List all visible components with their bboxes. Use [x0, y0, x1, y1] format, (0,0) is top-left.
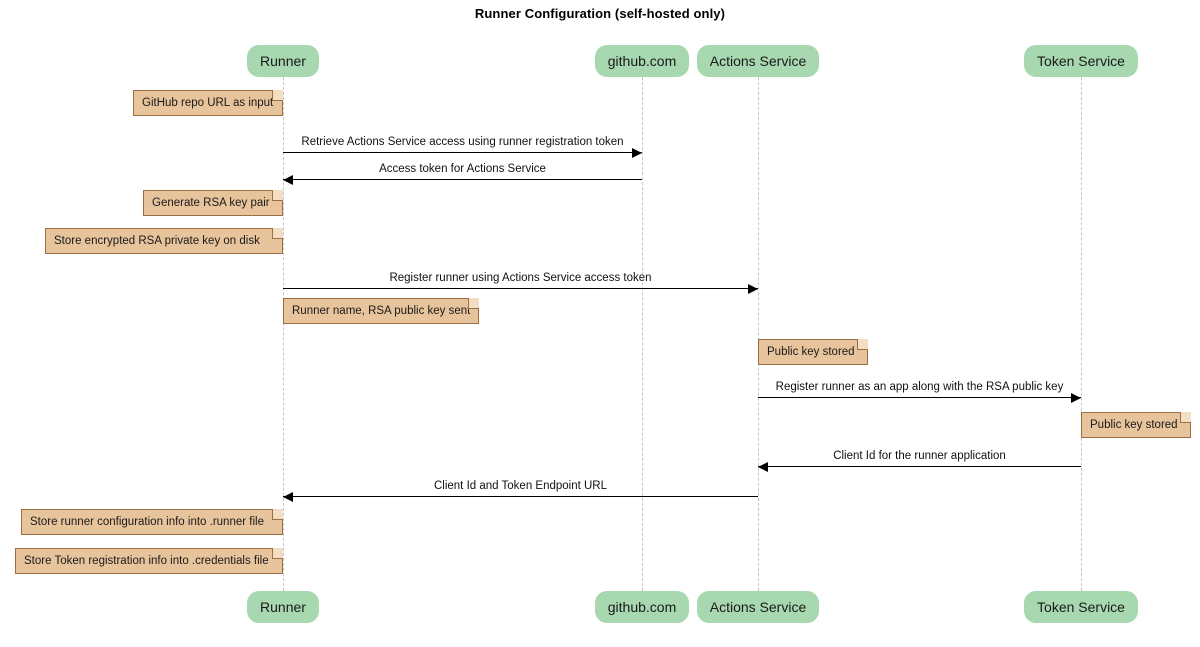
note: GitHub repo URL as input — [133, 90, 283, 116]
message-label: Client Id and Token Endpoint URL — [433, 480, 608, 492]
note-fold-icon — [272, 548, 283, 559]
message-label: Register runner using Actions Service ac… — [389, 272, 652, 284]
message-line — [283, 179, 642, 180]
note-fold-icon — [272, 228, 283, 239]
note-label: Store runner configuration info into .ru… — [30, 516, 264, 528]
message-line — [283, 152, 642, 153]
arrowhead-right-icon — [1071, 393, 1081, 403]
arrowhead-right-icon — [748, 284, 758, 294]
note: Store runner configuration info into .ru… — [21, 509, 283, 535]
note-label: Public key stored — [767, 346, 855, 358]
participant-label: Actions Service — [709, 599, 807, 615]
participant-label: Token Service — [1037, 599, 1125, 615]
arrowhead-left-icon — [283, 492, 293, 502]
note: Public key stored — [1081, 412, 1191, 438]
note-label: Store encrypted RSA private key on disk — [54, 235, 260, 247]
participant-header-actions[interactable]: Actions Service — [696, 45, 820, 77]
note-fold-icon — [468, 298, 479, 309]
note-label: Store Token registration info into .cred… — [24, 555, 269, 567]
participant-footer-token[interactable]: Token Service — [1024, 591, 1138, 623]
participant-footer-runner[interactable]: Runner — [247, 591, 319, 623]
lifeline-runner — [283, 77, 284, 591]
note: Public key stored — [758, 339, 868, 365]
note-label: Runner name, RSA public key sent — [292, 305, 471, 317]
note-fold-icon — [272, 190, 283, 201]
message-line — [283, 288, 758, 289]
note-fold-icon — [272, 509, 283, 520]
message-line — [758, 466, 1081, 467]
participant-header-runner[interactable]: Runner — [247, 45, 319, 77]
note-label: Generate RSA key pair — [152, 197, 270, 209]
participant-label: Actions Service — [709, 53, 807, 69]
note-fold-icon — [272, 90, 283, 101]
participant-footer-actions[interactable]: Actions Service — [696, 591, 820, 623]
message-line — [283, 496, 758, 497]
message-line — [758, 397, 1081, 398]
message-label: Retrieve Actions Service access using ru… — [301, 136, 624, 148]
lifeline-actions — [758, 77, 759, 591]
note-label: Public key stored — [1090, 419, 1178, 431]
note-fold-icon — [857, 339, 868, 350]
note: Store Token registration info into .cred… — [15, 548, 283, 574]
lifeline-token — [1081, 77, 1082, 591]
note-fold-icon — [1180, 412, 1191, 423]
participant-footer-github[interactable]: github.com — [594, 591, 690, 623]
note: Runner name, RSA public key sent — [283, 298, 479, 324]
lifeline-github — [642, 77, 643, 591]
participant-label: Runner — [260, 599, 306, 615]
note: Generate RSA key pair — [143, 190, 283, 216]
arrowhead-left-icon — [283, 175, 293, 185]
message-label: Access token for Actions Service — [379, 163, 546, 175]
arrowhead-right-icon — [632, 148, 642, 158]
participant-label: Runner — [260, 53, 306, 69]
page-title: Runner Configuration (self-hosted only) — [474, 6, 726, 21]
participant-label: Token Service — [1037, 53, 1125, 69]
message-label: Register runner as an app along with the… — [775, 381, 1064, 393]
note: Store encrypted RSA private key on disk — [45, 228, 283, 254]
participant-label: github.com — [607, 53, 677, 69]
arrowhead-left-icon — [758, 462, 768, 472]
participant-header-github[interactable]: github.com — [594, 45, 690, 77]
note-label: GitHub repo URL as input — [142, 97, 274, 109]
participant-header-token[interactable]: Token Service — [1024, 45, 1138, 77]
message-label: Client Id for the runner application — [833, 450, 1006, 462]
participant-label: github.com — [607, 599, 677, 615]
